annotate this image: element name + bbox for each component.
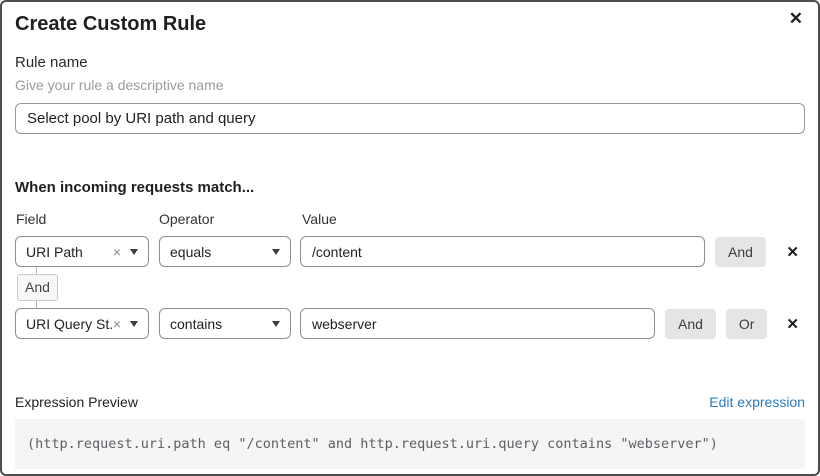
field-select-2-value: URI Query St... — [26, 315, 113, 332]
operator-column-label: Operator — [159, 211, 215, 227]
chevron-down-icon — [130, 320, 138, 327]
operator-select-2[interactable]: contains — [159, 308, 291, 339]
expression-preview-code: (http.request.uri.path eq "/content" and… — [15, 419, 805, 469]
field-select-2[interactable]: URI Query St... × — [15, 308, 149, 339]
value-input-2[interactable] — [300, 308, 655, 339]
value-input-1[interactable] — [300, 236, 705, 267]
field-select-1[interactable]: URI Path × — [15, 236, 149, 267]
chevron-down-icon — [130, 248, 138, 255]
field-column-label: Field — [16, 211, 47, 227]
and-button-row-1[interactable]: And — [715, 236, 766, 267]
chevron-down-icon — [272, 248, 280, 255]
expression-text: (http.request.uri.path eq "/content" and… — [27, 436, 718, 452]
condition-row-2: URI Query St... × contains And Or ✕ — [15, 308, 805, 339]
operator-select-2-value: contains — [170, 315, 223, 332]
clear-icon[interactable]: × — [112, 243, 121, 260]
chevron-down-icon — [272, 320, 280, 327]
connector-line-top — [36, 267, 37, 274]
rule-name-input[interactable] — [15, 103, 805, 134]
edit-expression-link[interactable]: Edit expression — [709, 394, 805, 410]
and-connector-badge: And — [17, 274, 58, 301]
expression-preview-label: Expression Preview — [15, 394, 138, 410]
and-connector: And — [17, 267, 805, 308]
close-icon[interactable]: ✕ — [788, 9, 803, 28]
condition-column-labels: Field Operator Value — [15, 211, 805, 229]
field-select-1-value: URI Path — [26, 243, 83, 260]
delete-condition-icon[interactable]: ✕ — [786, 315, 799, 333]
value-column-label: Value — [302, 211, 337, 227]
match-section-heading: When incoming requests match... — [15, 179, 255, 196]
connector-line-bottom — [36, 301, 37, 308]
condition-row-1: URI Path × equals And ✕ — [15, 236, 805, 267]
or-button-row-2[interactable]: Or — [725, 308, 768, 339]
and-button-row-2[interactable]: And — [665, 308, 716, 339]
rule-name-label: Rule name — [15, 54, 88, 71]
expression-preview-header: Expression Preview Edit expression — [15, 394, 805, 410]
rule-name-helper: Give your rule a descriptive name — [15, 77, 224, 93]
page-title: Create Custom Rule — [15, 13, 207, 35]
operator-select-1[interactable]: equals — [159, 236, 291, 267]
operator-select-1-value: equals — [170, 243, 212, 260]
delete-condition-icon[interactable]: ✕ — [786, 243, 799, 261]
clear-icon[interactable]: × — [112, 315, 121, 332]
